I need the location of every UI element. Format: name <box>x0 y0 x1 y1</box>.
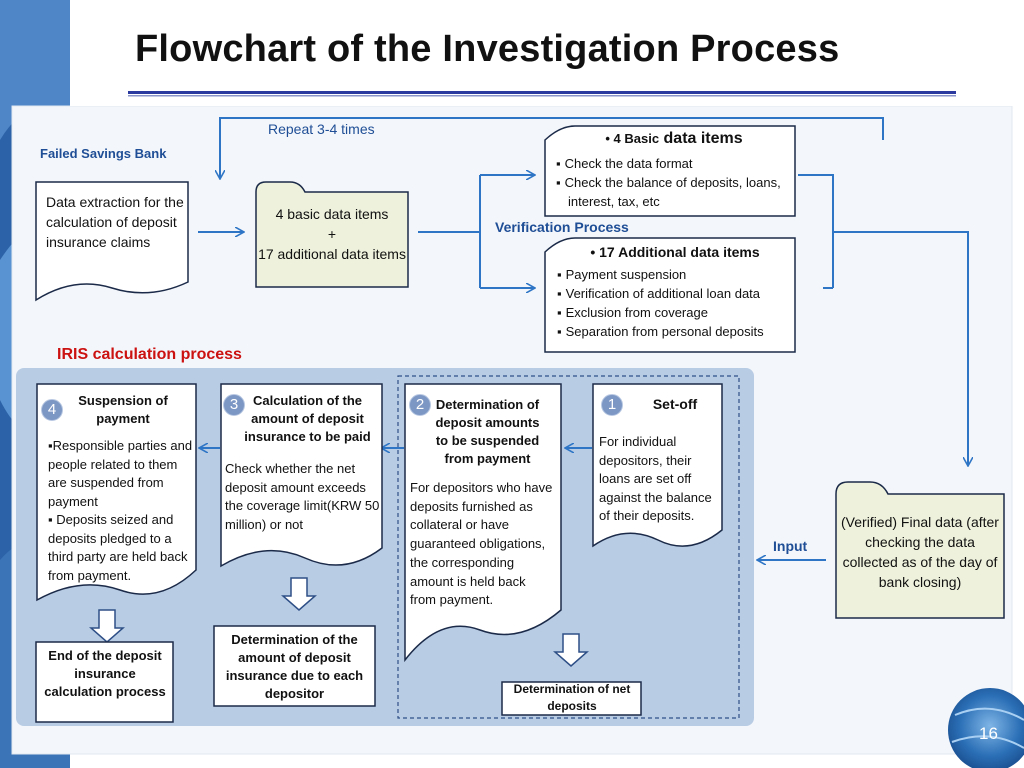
list-item: Check the balance of deposits, loans, in… <box>556 173 792 211</box>
step-4-number: 4 <box>41 399 63 421</box>
basic-items-list: Check the data format Check the balance … <box>556 154 792 211</box>
step-1-result: Determination of net deposits <box>513 682 631 713</box>
iris-label: IRIS calculation process <box>57 346 242 363</box>
list-item: Verification of additional loan data <box>557 284 793 303</box>
list-item: Exclusion from coverage <box>557 303 793 322</box>
list-item: ▪ Deposits seized and deposits pledged t… <box>48 512 188 583</box>
page-title: Flowchart of the Investigation Process <box>135 28 840 70</box>
verification-label: Verification Process <box>495 219 629 235</box>
step-4-body: ▪Responsible parties and people related … <box>48 437 193 585</box>
extraction-doc: Data extraction for the calculation of d… <box>46 192 186 252</box>
bank-label: Failed Savings Bank <box>40 146 167 161</box>
list-item: ▪Responsible parties and people related … <box>48 438 193 509</box>
step-1-body: For individual depositors, their loans a… <box>599 434 712 523</box>
additional-heading-text: 17 Additional data items <box>599 244 760 260</box>
step-1-title: Set-off <box>652 396 698 412</box>
step-2-body: For depositors who have deposits furnish… <box>410 480 553 608</box>
step-2-title: Determination of deposit amounts to be s… <box>435 397 540 466</box>
repeat-label: Repeat 3-4 times <box>268 121 375 137</box>
final-data-text: (Verified) Final data (after checking th… <box>841 514 999 590</box>
list-item: Separation from personal deposits <box>557 322 793 341</box>
data-items-line-3: 17 additional data items <box>258 246 406 262</box>
step-3-title: Calculation of the amount of deposit ins… <box>244 393 371 444</box>
basic-heading-prefix: 4 Basic <box>613 131 660 146</box>
additional-items-heading: • 17 Additional data items <box>590 244 760 260</box>
step-4-title: Suspension of payment <box>78 393 168 426</box>
list-item: Check the data format <box>556 154 792 173</box>
input-label: Input <box>773 538 808 554</box>
list-item: Payment suspension <box>557 265 793 284</box>
data-items-box: 4 basic data items + 17 additional data … <box>258 204 406 264</box>
step-2-number: 2 <box>409 394 431 416</box>
extraction-text: Data extraction for the calculation of d… <box>46 194 184 250</box>
data-items-line-1: 4 basic data items <box>275 206 389 222</box>
data-items-line-2: + <box>327 226 337 242</box>
additional-items-list: Payment suspension Verification of addit… <box>557 265 793 341</box>
step-3-number: 3 <box>223 394 245 416</box>
page-number: 16 <box>979 724 998 743</box>
basic-heading-rest: data items <box>663 130 743 147</box>
final-data-doc: (Verified) Final data (after checking th… <box>840 512 1000 592</box>
step-4-result: End of the deposit insurance calculation… <box>44 648 166 699</box>
step-3-result: Determination of the amount of deposit i… <box>225 632 364 701</box>
step-3-body: Check whether the net deposit amount exc… <box>225 461 380 532</box>
basic-items-heading: • 4 Basic data items <box>605 130 743 147</box>
basic-items-box: • 4 Basic data items Check the data form… <box>556 130 792 211</box>
additional-items-box: • 17 Additional data items Payment suspe… <box>557 244 793 341</box>
step-1-number: 1 <box>601 394 623 416</box>
